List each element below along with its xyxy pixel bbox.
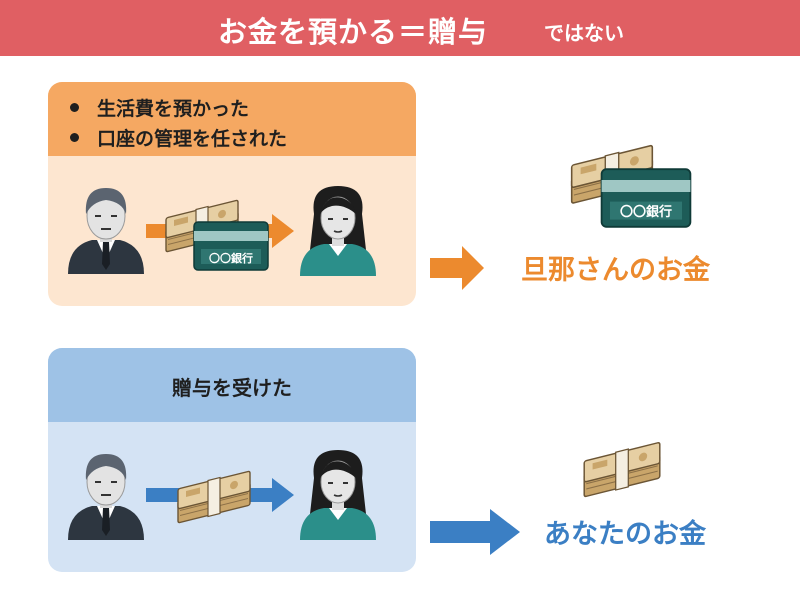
bank-card-icon: 〇〇銀行 [600, 168, 692, 228]
your-money-label: あなたのお金 [544, 519, 706, 550]
arrow-right-icon [430, 509, 520, 555]
card-label: 〇〇銀行 [620, 204, 672, 220]
money-stack-icon [583, 440, 661, 499]
header-banner: お金を預かる＝贈与 ではない [0, 0, 800, 56]
arrow-right-icon [430, 246, 484, 290]
header-title: お金を預かる＝贈与 [218, 15, 489, 49]
woman-icon [299, 185, 377, 277]
deposit-bullet-list: 生活費を預かった 口座の管理を任された [70, 94, 287, 154]
man-icon [67, 453, 145, 541]
bullet-item: 口座の管理を任された [70, 124, 287, 154]
bullet-dot-icon [70, 103, 79, 112]
deposit-panel-header: 生活費を預かった 口座の管理を任された [48, 82, 416, 156]
bank-card-icon: 〇〇銀行 [193, 221, 269, 271]
header-subtitle: ではない [544, 21, 624, 45]
husband-money-label: 旦那さんのお金 [521, 255, 710, 286]
money-stack-icon [177, 469, 251, 525]
card-label: 〇〇銀行 [209, 251, 253, 265]
man-icon [67, 187, 145, 275]
bullet-text: 口座の管理を任された [97, 128, 288, 150]
bullet-item: 生活費を預かった [70, 94, 287, 124]
gift-panel-heading: 贈与を受けた [172, 376, 292, 400]
bullet-text: 生活費を預かった [97, 98, 250, 120]
bullet-dot-icon [70, 133, 79, 142]
gift-panel-header: 贈与を受けた [48, 348, 416, 422]
woman-icon [299, 449, 377, 541]
